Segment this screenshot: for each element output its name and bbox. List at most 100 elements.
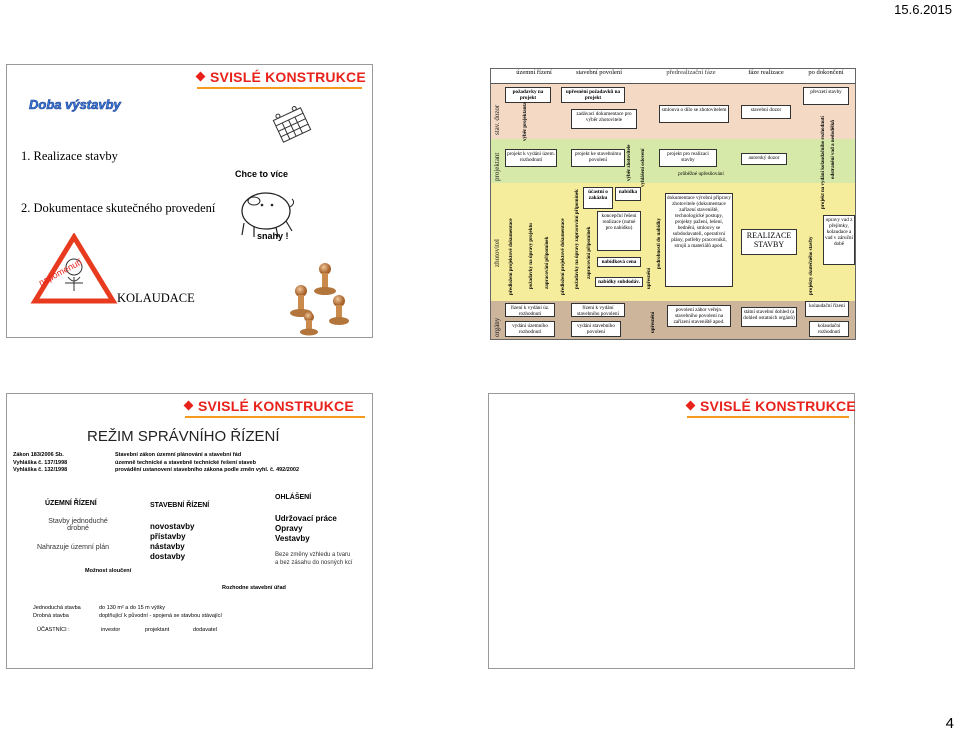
box-vydani-stavebni: vydání stavebního povolení: [571, 321, 621, 337]
box-autorsky-dozor: autorský dozor: [741, 153, 787, 165]
vtext-odstraneni-vad: odstranění vad a nedodělků: [831, 120, 836, 179]
phase-realizace: fáze realizace: [737, 69, 795, 76]
box-kolaudacni-rozhodnuti: kolaudační rozhodnutí: [809, 321, 849, 337]
page-date: 15.6.2015: [894, 2, 952, 17]
participants-label: ÚČASTNÍCI :: [37, 627, 101, 633]
box-rizeni-uzemni: řízení k vydání úz. rozhodnutí: [505, 303, 555, 317]
slide-title: Doba výstavby: [29, 97, 121, 112]
box-vydani-uzemni: vydání územního rozhodnutí: [505, 321, 555, 337]
box-dokumentace-vyrobni: dokumentace výrobní přípravy zhotovitele…: [665, 193, 733, 287]
box-projekt-realizace: projekt pro realizaci stavby: [659, 149, 717, 167]
box-nabidka: nabídka: [615, 187, 641, 201]
col3-heading: OHLÁŠENÍ: [275, 494, 311, 501]
box-kolaudacni-rizeni: kolaudační řízení: [805, 301, 849, 317]
office-note: Rozhodne stavební úřad: [222, 585, 286, 591]
col1-heading: ÚZEMNÍ ŘÍZENÍ: [45, 500, 97, 507]
slide-flowchart: územní řízení stavební povolení předreal…: [490, 68, 856, 340]
phase-stavebni: stavební povolení: [563, 69, 635, 76]
box-rizeni-stavebni: řízení k vydání stavebního povolení: [571, 303, 625, 317]
col2-list: novostavby přístavby nástavby dostavby: [150, 522, 194, 562]
col3-item: Opravy: [275, 524, 337, 534]
vtext-zapracovani-2: zapracování připomínek: [587, 227, 592, 279]
col3-note: Beze změny vzhledu a tvaru a bez zásahu …: [275, 552, 355, 567]
row-label-zhotovitel: zhotovitel: [493, 239, 501, 267]
col2-item: dostavby: [150, 552, 194, 562]
col1-line-2: Nahrazuje územní plán: [37, 544, 125, 551]
box-upresneni: upřesnění požadavků na projekt: [561, 87, 625, 103]
col2-heading: STAVEBNÍ ŘÍZENÍ: [150, 502, 209, 509]
header-underline: [185, 416, 365, 418]
slide-header: SVISLÉ KONSTRUKCE: [185, 398, 354, 414]
vtext-zapracovani-1: zapracování připomínek: [545, 237, 550, 289]
col1-note: Možnost sloučení: [85, 568, 131, 574]
box-opravy-vad: opravy vad z přejímky, kolaudace a vad v…: [823, 215, 855, 265]
law-row: Zákon 183/2006 Sb.Stavební zákon územní …: [13, 452, 299, 460]
diamond-bullet-icon: [184, 401, 194, 411]
box-smlouva: smlouva o dílo se zhotovitelem: [659, 105, 729, 123]
col3-item: Vestavby: [275, 534, 337, 544]
vtext-pozadavky-upravy: požadavky na úpravy projektu: [529, 223, 534, 289]
box-nabidky-subdodav: nabídky subdodáv.: [595, 277, 643, 287]
box-zadavaci: zadávací dokumentace pro výběr zhotovite…: [571, 109, 637, 129]
law-list: Zákon 183/2006 Sb.Stavební zákon územní …: [13, 452, 299, 475]
box-projekt-uzemni: projekt k vydání územ. rozhodnutí: [505, 149, 557, 167]
slide-doba-vystavby: SVISLÉ KONSTRUKCE Doba výstavby 1. Reali…: [6, 64, 373, 338]
box-povoleni-zabor: povolení zábor veřejn. stavebního povole…: [667, 305, 731, 327]
col2-item: novostavby: [150, 522, 194, 532]
box-ucastni: účastní o zakázku: [583, 187, 613, 209]
slide-title: REŽIM SPRÁVNÍHO ŘÍZENÍ: [87, 428, 280, 445]
row-label-projektant: projektant: [493, 153, 501, 181]
slide-header: SVISLÉ KONSTRUKCE: [687, 398, 856, 414]
calendar-icon: [269, 105, 315, 145]
box-projekt-stavebni: projekt ke stavebnímu povolení: [571, 149, 625, 167]
vtext-vyber-projektanta: výběr projektanta: [523, 102, 528, 141]
vtext-upresneni-1: upřesnění: [647, 268, 652, 289]
row-label-organy: orgány: [493, 318, 501, 337]
vtext-predlozeni-2: předložení projektové dokumentace: [561, 218, 566, 295]
diamond-bullet-icon: [196, 72, 206, 82]
law-row: Vyhláška č. 137/1998územně technické a s…: [13, 460, 299, 468]
box-stavebni-dozor: stavební dozor: [741, 105, 791, 119]
col3-list: Udržovací práce Opravy Vestavby: [275, 514, 337, 544]
vtext-vyber-zhotovitele: výběr zhotovitele: [627, 145, 632, 181]
col2-item: přístavby: [150, 532, 194, 542]
vtext-projekt-kolaudace: projekt na vydání kolaudačního rozhodnut…: [821, 116, 826, 209]
pig-speech-sub: snahy !: [257, 231, 289, 241]
col3-item: Udržovací práce: [275, 514, 337, 524]
participant: projektant: [145, 627, 193, 633]
col2-item: nástavby: [150, 542, 194, 552]
phase-predrealizacni: předrealizační fáze: [651, 69, 731, 76]
vtext-podrobnosti: podrobnosti do nabídky: [657, 218, 662, 269]
vtext-pozadavky-zapracovani: požadavky na úpravy zapracování připomín…: [575, 189, 580, 289]
vtext-upresneni-2: upřesnění: [651, 312, 656, 333]
header-underline: [197, 87, 362, 89]
stamps-icon: [275, 259, 355, 337]
col1-line-1: Stavby jednoduché drobné: [37, 518, 119, 532]
participant: dodavatel: [193, 627, 217, 633]
phase-po-dokonceni: po dokončení: [797, 69, 855, 76]
slide-svisle-konstrukce-empty: SVISLÉ KONSTRUKCE: [488, 393, 855, 669]
box-nabidkova-cena: nabídková cena: [597, 257, 641, 267]
diamond-bullet-icon: [686, 401, 696, 411]
participant: investor: [101, 627, 145, 633]
phase-uzemni: územní řízení: [509, 69, 559, 76]
slide-rezim-spravniho-rizeni: SVISLÉ KONSTRUKCE REŽIM SPRÁVNÍHO ŘÍZENÍ…: [6, 393, 373, 669]
box-realizace-stavby: REALIZACE STAVBY: [741, 229, 797, 255]
list-item-2: 2. Dokumentace skutečného provedení: [21, 201, 215, 216]
box-prevzeti: převzetí stavby: [803, 87, 849, 105]
row-label-stav-dozor: stav. dozor: [493, 105, 501, 135]
header-underline: [687, 416, 849, 418]
vtext-predlozeni-1: předložení projektové dokumentace: [509, 218, 514, 295]
box-prubezne: průběžné upřesňování: [667, 170, 735, 179]
box-pozadavky: požadavky na projekt: [505, 87, 551, 103]
vtext-projekty-skutecneho: projekty skutečného stavby: [809, 236, 814, 295]
list-item-1: 1. Realizace stavby: [21, 149, 118, 164]
box-statni-dohled: státní stavební dohled (a dohled ostatní…: [741, 307, 797, 327]
pig-speech-text: Chce to více: [235, 169, 288, 179]
kolaudace-label: KOLAUDACE: [117, 291, 195, 306]
